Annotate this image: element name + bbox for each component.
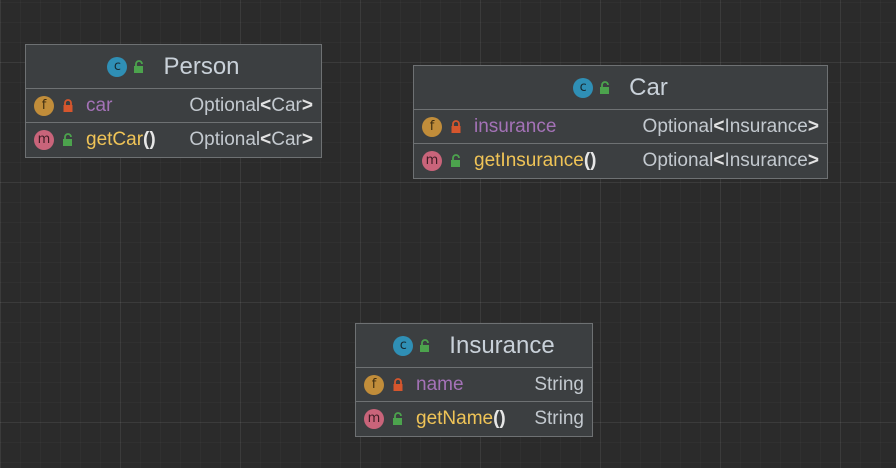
- class-name: Person: [163, 52, 240, 80]
- unlocked-icon: [63, 132, 72, 146]
- class-name: Insurance: [449, 331, 555, 359]
- field-type: String: [534, 373, 584, 395]
- unlocked-icon: [420, 338, 430, 352]
- field-badge-icon: f: [422, 116, 442, 137]
- field-badge-icon: f: [34, 95, 54, 116]
- locked-icon: [451, 119, 461, 133]
- method-badge-icon: m: [422, 150, 442, 171]
- class-name: Car: [629, 73, 668, 101]
- class-header: c Car: [414, 66, 827, 110]
- unlocked-icon: [600, 80, 610, 94]
- class-car[interactable]: c Car f insurance Optional<Insurance> m …: [413, 65, 828, 179]
- class-insurance[interactable]: c Insurance f name String m getName() St…: [355, 323, 593, 437]
- method-row[interactable]: m getCar() Optional<Car>: [26, 123, 321, 156]
- method-row[interactable]: m getInsurance() Optional<Insurance>: [414, 144, 827, 177]
- locked-icon: [393, 377, 403, 391]
- method-name: getCar(): [86, 128, 156, 150]
- method-name: getInsurance(): [474, 149, 597, 171]
- unlocked-icon: [393, 411, 402, 425]
- field-badge-icon: f: [364, 374, 384, 395]
- class-badge-icon: c: [107, 56, 128, 77]
- class-person[interactable]: c Person f car Optional<Car> m getCar() …: [25, 44, 322, 158]
- field-row[interactable]: f insurance Optional<Insurance>: [414, 110, 827, 144]
- locked-icon: [63, 98, 73, 112]
- method-badge-icon: m: [34, 129, 54, 150]
- unlocked-icon: [134, 59, 144, 73]
- class-header: c Person: [26, 45, 321, 89]
- field-name: name: [416, 373, 464, 395]
- method-return-type: Optional<Insurance>: [642, 149, 819, 171]
- method-badge-icon: m: [364, 408, 384, 429]
- field-name: car: [86, 94, 113, 116]
- method-row[interactable]: m getName() String: [356, 402, 592, 435]
- method-return-type: String: [534, 407, 584, 429]
- field-row[interactable]: f car Optional<Car>: [26, 89, 321, 123]
- field-name: insurance: [474, 115, 557, 137]
- unlocked-icon: [451, 153, 460, 167]
- field-type: Optional<Car>: [189, 94, 313, 116]
- method-name: getName(): [416, 407, 506, 429]
- method-return-type: Optional<Car>: [189, 128, 313, 150]
- class-badge-icon: c: [393, 335, 414, 356]
- class-badge-icon: c: [573, 77, 594, 98]
- field-type: Optional<Insurance>: [642, 115, 819, 137]
- field-row[interactable]: f name String: [356, 368, 592, 402]
- class-header: c Insurance: [356, 324, 592, 368]
